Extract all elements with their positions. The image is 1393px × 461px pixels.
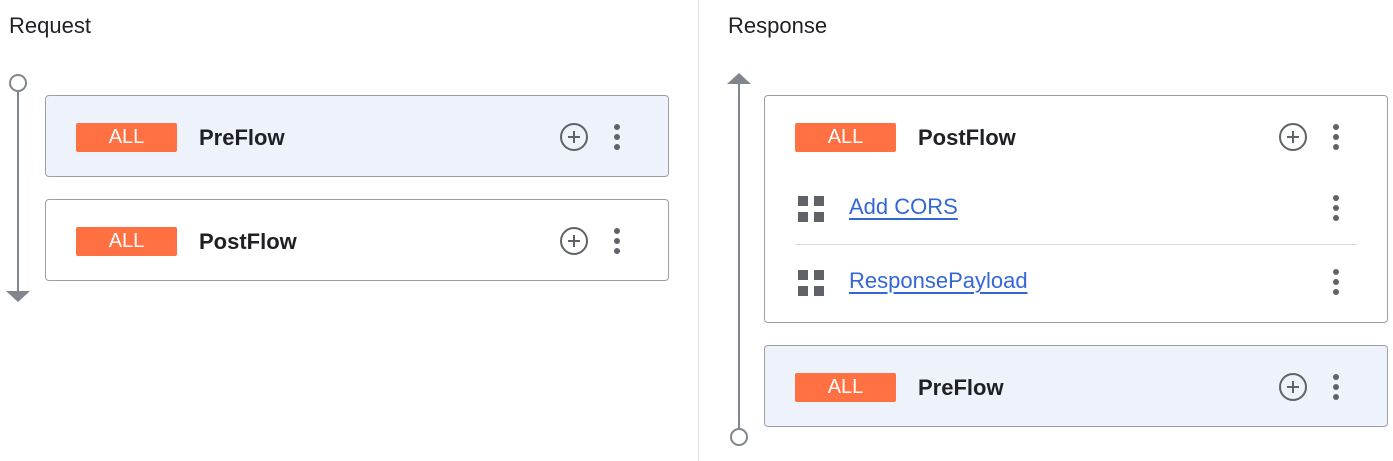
arrow-up-icon	[727, 73, 751, 84]
flow-name[interactable]: PreFlow	[918, 375, 1004, 400]
flow-name[interactable]: PostFlow	[199, 229, 297, 254]
response-panel: Response ALL PostFlow Add CORS ResponseP…	[699, 0, 1393, 461]
response-title: Response	[728, 13, 828, 38]
method-badge: ALL	[795, 373, 896, 402]
policy-link[interactable]: ResponsePayload	[849, 268, 1028, 293]
policy-grid-icon	[798, 270, 824, 296]
add-step-icon[interactable]	[1279, 123, 1307, 151]
more-vert-icon[interactable]	[605, 123, 629, 151]
method-badge: ALL	[76, 123, 177, 152]
timeline-line	[17, 92, 19, 292]
flow-header: ALL PreFlow	[765, 346, 1387, 428]
more-vert-icon[interactable]	[1324, 268, 1348, 296]
add-step-icon[interactable]	[560, 227, 588, 255]
request-panel: Request ALL PreFlow ALL PostFlow	[6, 0, 699, 461]
more-vert-icon[interactable]	[1324, 194, 1348, 222]
add-step-icon[interactable]	[1279, 373, 1307, 401]
flow-header: ALL PreFlow	[46, 96, 668, 178]
request-postflow-card[interactable]: ALL PostFlow	[45, 199, 669, 281]
divider	[795, 244, 1357, 245]
flow-header: ALL PostFlow	[765, 96, 1387, 178]
arrow-down-icon	[6, 291, 30, 302]
more-vert-icon[interactable]	[1324, 373, 1348, 401]
flow-name[interactable]: PreFlow	[199, 125, 285, 150]
response-postflow-card[interactable]: ALL PostFlow Add CORS ResponsePayload	[764, 95, 1388, 323]
more-vert-icon[interactable]	[605, 227, 629, 255]
more-vert-icon[interactable]	[1324, 123, 1348, 151]
flow-name[interactable]: PostFlow	[918, 125, 1016, 150]
method-badge: ALL	[76, 227, 177, 256]
timeline-start-circle	[9, 74, 27, 92]
add-step-icon[interactable]	[560, 123, 588, 151]
timeline-line	[738, 84, 740, 428]
policy-link[interactable]: Add CORS	[849, 194, 958, 219]
request-preflow-card[interactable]: ALL PreFlow	[45, 95, 669, 177]
policy-step: ResponsePayload	[765, 251, 1387, 313]
method-badge: ALL	[795, 123, 896, 152]
timeline-end-circle	[730, 428, 748, 446]
response-preflow-card[interactable]: ALL PreFlow	[764, 345, 1388, 427]
policy-step: Add CORS	[765, 177, 1387, 239]
policy-grid-icon	[798, 196, 824, 222]
flow-header: ALL PostFlow	[46, 200, 668, 282]
request-title: Request	[9, 13, 91, 38]
